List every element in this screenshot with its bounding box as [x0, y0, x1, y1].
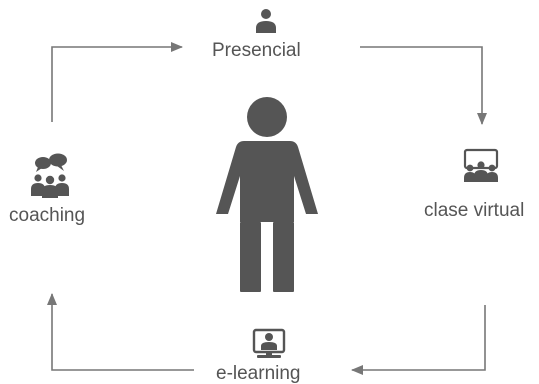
arrow-right-to-bottom	[351, 305, 486, 375]
person-icon	[256, 9, 276, 33]
arrow-left-to-top	[51, 42, 183, 122]
arrow-top-to-right	[360, 46, 487, 125]
virtual-class-icon	[463, 148, 499, 182]
node-label-presencial: Presencial	[212, 40, 301, 61]
coaching-group-icon	[31, 153, 69, 198]
computer-user-icon	[252, 328, 286, 358]
node-label-clase-virtual: clase virtual	[424, 200, 525, 221]
arrow-bottom-to-left	[47, 293, 194, 371]
node-label-coaching: coaching	[9, 205, 86, 226]
node-label-e-learning: e-learning	[216, 363, 301, 384]
central-person-icon	[216, 97, 318, 292]
